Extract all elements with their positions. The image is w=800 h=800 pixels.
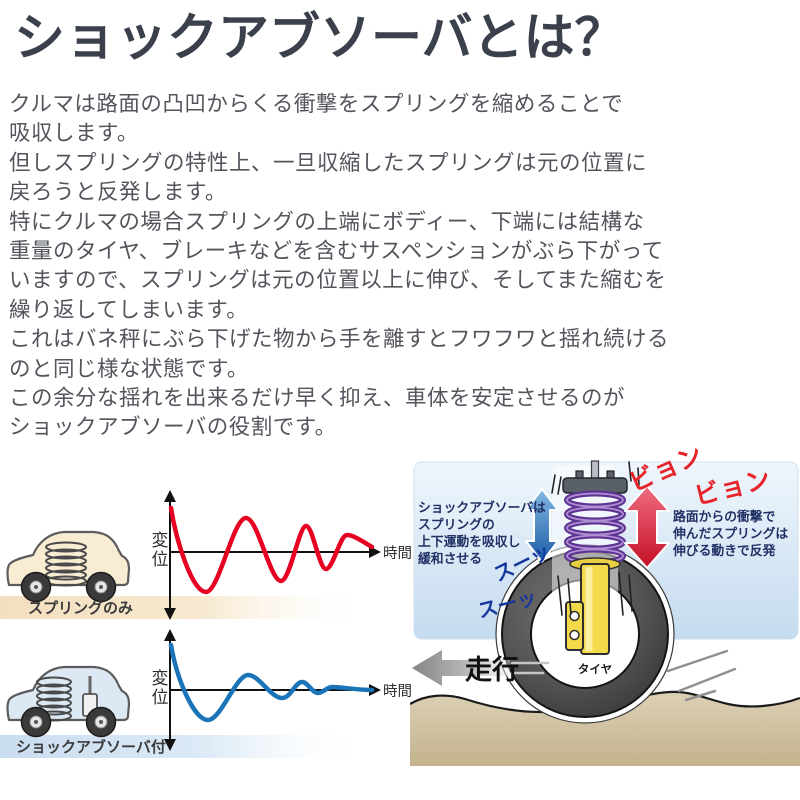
- left-note: ショックアブソーバは スプリングの 上下運動を吸収し 緩和させる: [418, 500, 546, 566]
- car-wheels: [20, 706, 117, 738]
- right-note-line-1: 路面からの衝撃で: [673, 509, 776, 524]
- bracket-hole-bottom: [569, 629, 580, 641]
- rebound-arrow-red: [624, 485, 670, 569]
- caption-with-absorber: ショックアブソーバ付: [16, 738, 166, 756]
- bracket-hole-top: [569, 610, 580, 622]
- damper-tube: [580, 563, 610, 655]
- right-note-line-3: 伸びる動きで反発: [672, 543, 776, 558]
- wave-blue: [168, 642, 375, 723]
- diagram-with-absorber: ショックアブソーバ付 変 位 時間: [0, 629, 412, 758]
- coil-spring-icon: [36, 676, 72, 722]
- piston-rod: [590, 460, 600, 481]
- ground-strip-blue: [0, 735, 372, 758]
- y-axis-label-1a: 変: [152, 531, 169, 550]
- caption-spring-only: スプリングのみ: [28, 599, 133, 617]
- wave-red: [168, 505, 375, 595]
- right-note-line-2: 伸んだスプリングは: [672, 526, 788, 541]
- axis-arrowheads-2: [164, 629, 381, 751]
- strut-illustration: 走行 タイヤ ショックアブソーバは スプリングの 上下運動を吸収し 緩和させる …: [410, 448, 800, 766]
- axes-spring-only: [169, 499, 372, 611]
- car-with-absorber: [6, 665, 131, 738]
- drive-direction-arrow: [412, 650, 510, 686]
- diagram-spring-only: スプリングのみ 変 位 時間: [0, 490, 412, 620]
- y-axis-label-1b: 位: [152, 550, 169, 569]
- page-title: ショックアブソーバとは？: [14, 9, 626, 66]
- spring-comparison-diagrams: スプリングのみ 変 位 時間: [0, 490, 412, 758]
- ground-strip-tan: [0, 596, 372, 619]
- coil-spring: [564, 490, 626, 566]
- damper-tube-highlight: [585, 567, 593, 651]
- car-spring-only: [6, 530, 131, 603]
- car-wheels: [20, 571, 117, 603]
- x-axis-label-1: 時間: [383, 545, 412, 562]
- drive-label: 走行: [465, 654, 519, 685]
- damping-arrow-blue: [525, 488, 559, 563]
- bracket: [565, 601, 584, 651]
- tire-label: タイヤ: [578, 662, 612, 676]
- left-note-line-2: スプリングの: [418, 517, 495, 532]
- intro-paragraph: クルマは路面の凸凹からくる衝撃をスプリングを縮めることで 吸収します。 但しスプ…: [9, 92, 670, 440]
- x-axis-label-2: 時間: [383, 683, 412, 700]
- vibration-lines: [551, 461, 640, 616]
- y-axis-label-2b: 位: [152, 688, 169, 707]
- coil-spring-icon: [45, 541, 87, 587]
- left-note-line-4: 緩和させる: [418, 551, 482, 566]
- y-axis-label-2a: 変: [152, 669, 169, 688]
- right-note: 路面からの衝撃で 伸んだスプリングは 伸びる動きで反発: [672, 509, 788, 558]
- speed-lines: [666, 649, 737, 702]
- left-note-line-1: ショックアブソーバは: [418, 500, 546, 515]
- drive-arrow-streaks: [510, 661, 550, 675]
- left-note-line-3: 上下運動を吸収し: [418, 534, 520, 549]
